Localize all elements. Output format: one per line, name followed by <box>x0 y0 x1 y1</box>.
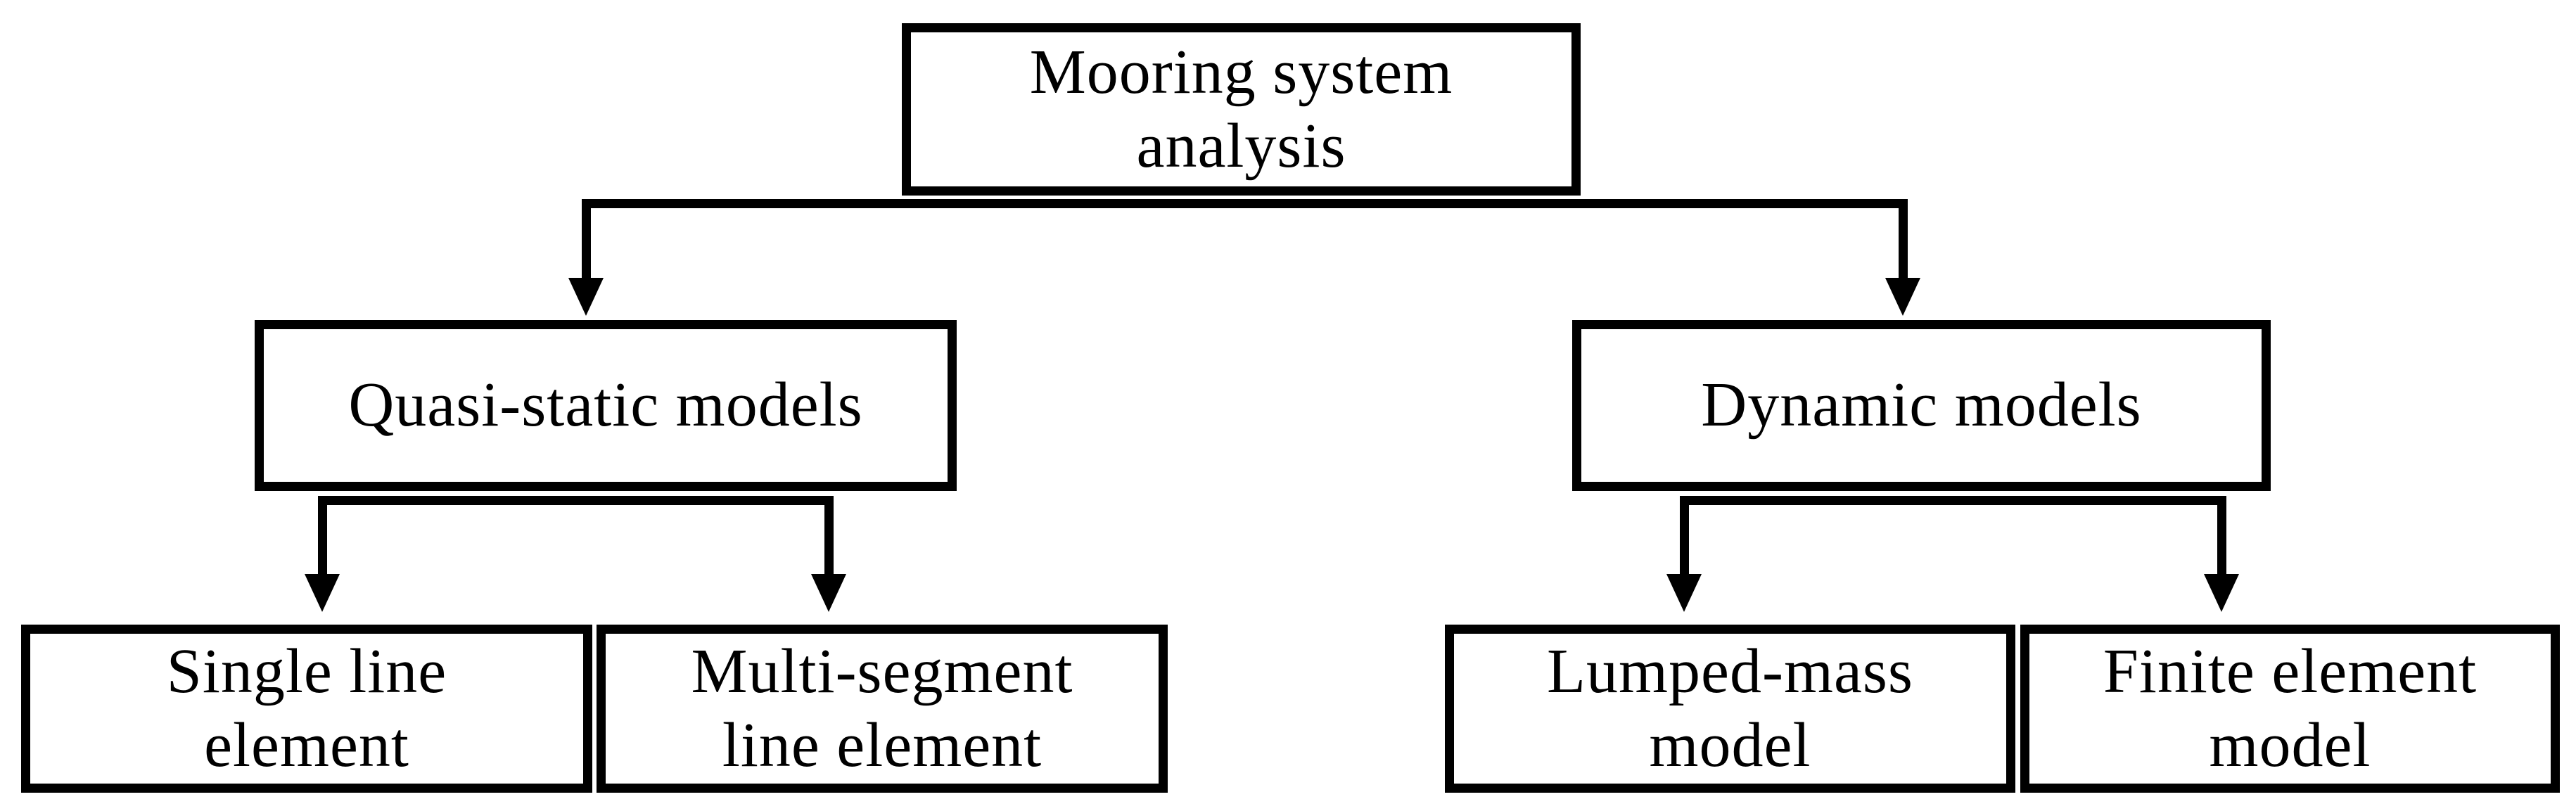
node-single-line-element: Single line element <box>21 625 592 793</box>
connector-quasi-horizontal <box>318 496 834 505</box>
arrowhead-down-icon <box>1666 574 1702 612</box>
connector-dynamic-horizontal <box>1680 496 2226 505</box>
connector-quasi-to-multi-line <box>824 496 834 575</box>
node-quasi-static-models: Quasi-static models <box>255 320 957 491</box>
node-dynamic-models: Dynamic models <box>1572 320 2271 491</box>
node-lumped-mass-model: Lumped-mass model <box>1445 625 2015 793</box>
node-mooring-system-analysis: Mooring system analysis <box>902 23 1581 196</box>
connector-root-horizontal <box>582 199 1908 208</box>
node-multi-segment-line-element: Multi-segment line element <box>597 625 1168 793</box>
arrowhead-down-icon <box>811 574 846 612</box>
connector-root-to-dynamic-line <box>1899 199 1908 281</box>
node-finite-element-model: Finite element model <box>2020 625 2560 793</box>
connector-quasi-to-single-line <box>318 496 327 575</box>
connector-dynamic-to-finite-line <box>2217 496 2226 575</box>
arrowhead-down-icon <box>568 278 604 316</box>
arrowhead-down-icon <box>1885 278 1920 316</box>
connector-root-to-quasi-line <box>582 199 591 281</box>
connector-dynamic-to-lumped-line <box>1680 496 1689 575</box>
arrowhead-down-icon <box>305 574 340 612</box>
arrowhead-down-icon <box>2204 574 2239 612</box>
